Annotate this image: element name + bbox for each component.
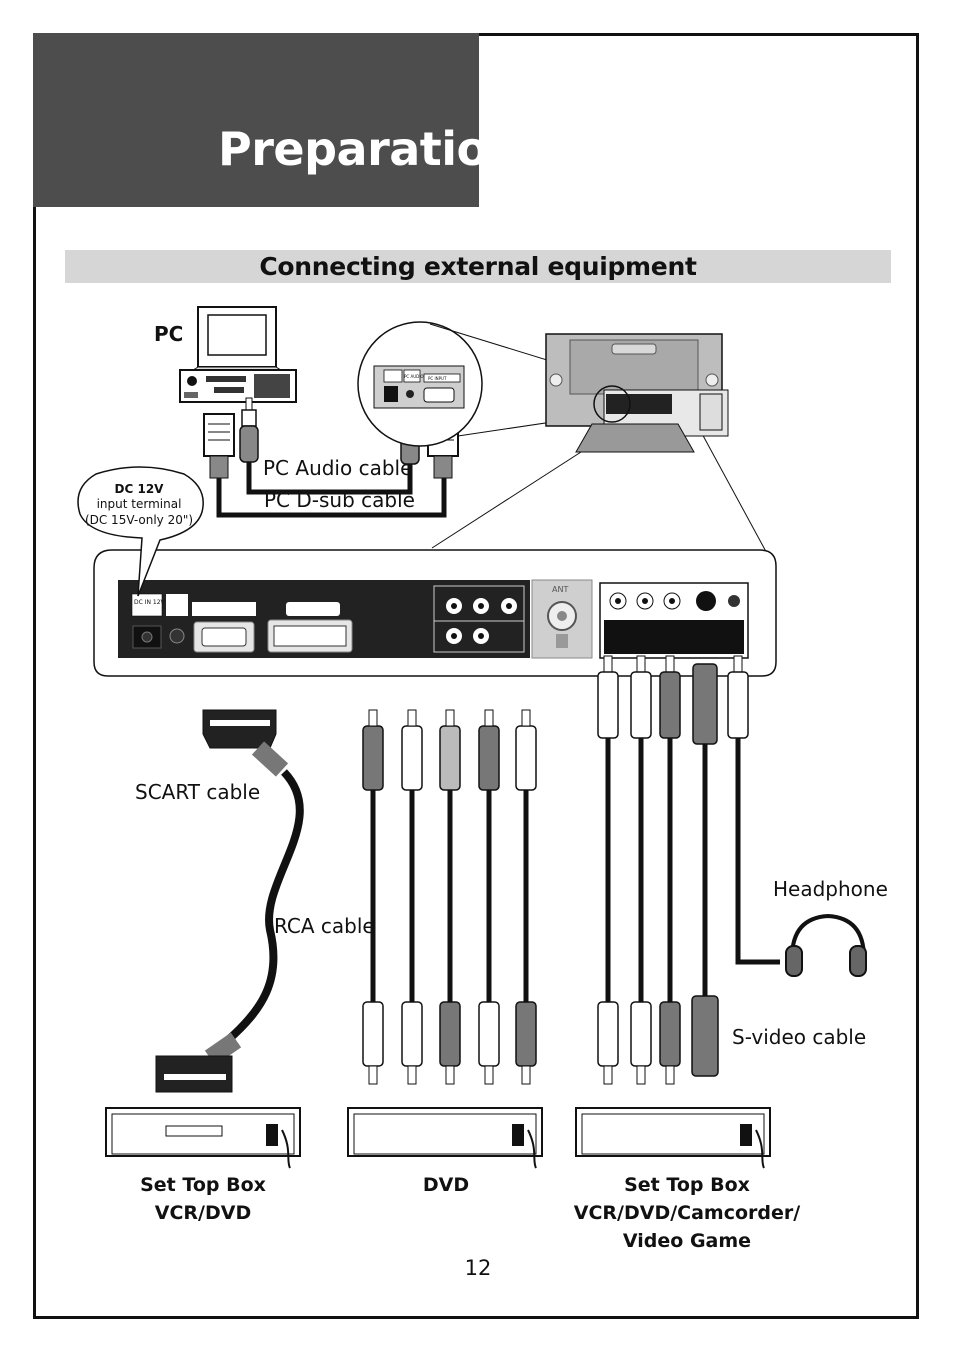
zoom-pc-input-text: PC INPUT bbox=[428, 376, 447, 381]
device1-label-line1: Set Top Box bbox=[140, 1174, 266, 1196]
pc-label: PC bbox=[154, 322, 184, 346]
svideo-cable-label: S-video cable bbox=[732, 1025, 867, 1049]
pc-audio-plug-left bbox=[239, 397, 259, 463]
page-number: 12 bbox=[464, 1256, 492, 1280]
pc-dsub-cable-label: PC D-sub cable bbox=[264, 488, 415, 512]
dc-callout-bubble bbox=[77, 466, 204, 597]
rear-panel bbox=[93, 549, 777, 677]
dc-callout-line1: input terminal bbox=[96, 497, 182, 511]
panel-dc-in-text: DC IN 12V bbox=[134, 599, 166, 606]
zoom-pc-audio-text: PC AUDIO bbox=[404, 374, 424, 379]
pc-illustration bbox=[179, 306, 297, 403]
rca-cables-illustration bbox=[362, 709, 537, 1085]
dc-callout-line2: (DC 15V-only 20") bbox=[84, 513, 194, 527]
section-title: Connecting external equipment bbox=[259, 252, 697, 281]
device-set-top-box-2 bbox=[575, 1107, 771, 1169]
pc-audio-cable-label: PC Audio cable bbox=[263, 456, 413, 480]
page-title: Preparation bbox=[218, 122, 520, 176]
panel-ant-text: ANT bbox=[552, 585, 568, 594]
headphone-label: Headphone bbox=[773, 877, 888, 901]
scart-cable-label: SCART cable bbox=[135, 780, 261, 804]
headphone-icon bbox=[785, 913, 867, 977]
device-dvd bbox=[347, 1107, 543, 1169]
header-block bbox=[33, 33, 479, 207]
av-svideo-cables-illustration bbox=[597, 655, 780, 1085]
pc-input-zoom-circle bbox=[357, 321, 483, 447]
device3-label-line2: VCR/DVD/Camcorder/ bbox=[573, 1202, 801, 1224]
section-bar: Connecting external equipment bbox=[65, 250, 891, 283]
rca-cable-label: RCA cable bbox=[274, 914, 375, 938]
device2-label: DVD bbox=[422, 1174, 470, 1196]
dc-callout-title: DC 12V bbox=[114, 482, 164, 496]
device3-label-line1: Set Top Box bbox=[624, 1174, 750, 1196]
tv-rear-illustration bbox=[545, 333, 729, 453]
device-set-top-box-1 bbox=[105, 1107, 301, 1169]
pc-dsub-cable-line bbox=[216, 478, 447, 518]
device3-label-line3: Video Game bbox=[622, 1230, 752, 1252]
pc-audio-cable-line bbox=[246, 462, 413, 495]
scart-cable-illustration bbox=[155, 709, 304, 1093]
pc-dsub-plug-left bbox=[203, 413, 235, 479]
device1-label-line2: VCR/DVD bbox=[154, 1202, 252, 1224]
